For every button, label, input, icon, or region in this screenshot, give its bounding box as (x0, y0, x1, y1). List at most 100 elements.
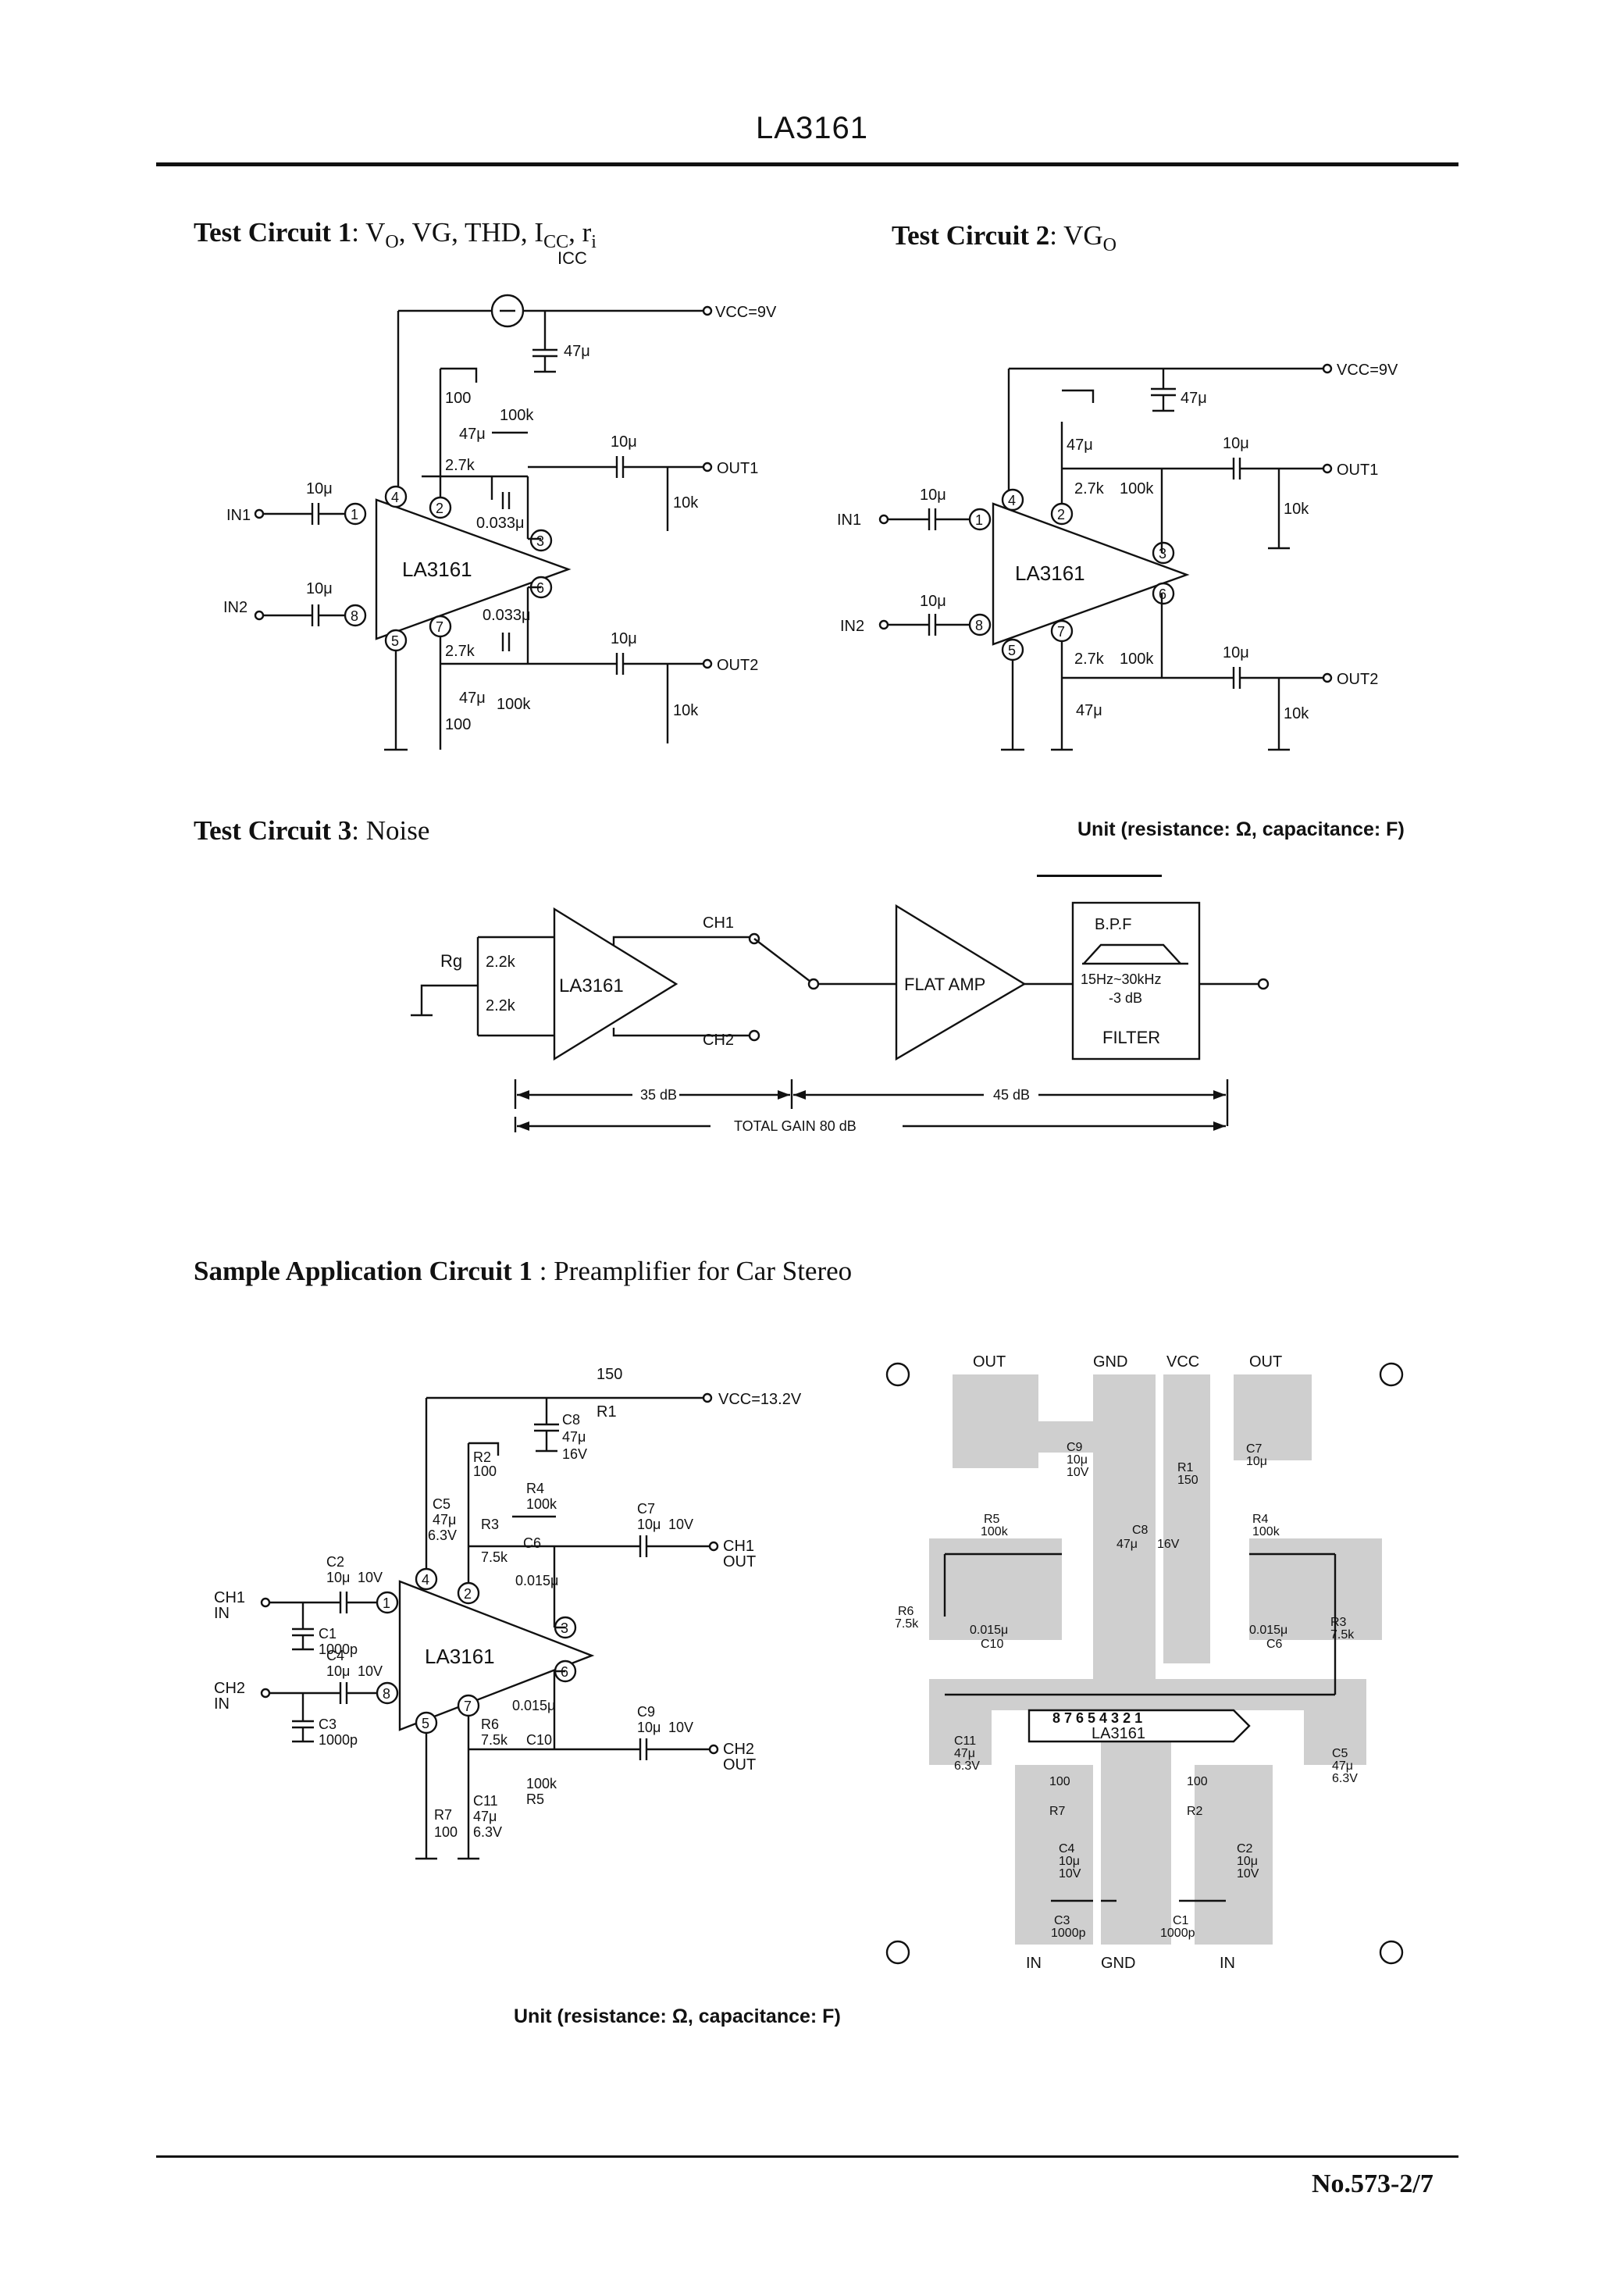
svg-text:47μ: 47μ (1067, 437, 1093, 454)
svg-text:5: 5 (422, 1716, 429, 1731)
out1-terminal[interactable] (702, 462, 713, 472)
svg-text:R3: R3 (1330, 1616, 1347, 1629)
svg-text:CH2: CH2 (214, 1680, 245, 1697)
svg-text:0.033μ: 0.033μ (483, 607, 531, 624)
svg-text:0.015μ: 0.015μ (512, 1698, 555, 1713)
svg-text:10μ: 10μ (611, 630, 637, 647)
svg-text:C6: C6 (523, 1535, 541, 1551)
svg-text:OUT: OUT (723, 1756, 756, 1774)
out1-terminal[interactable] (1322, 463, 1333, 474)
vcc-terminal[interactable] (1322, 363, 1333, 374)
output-terminal[interactable] (1257, 978, 1270, 990)
amplifier-triangle (375, 498, 572, 640)
svg-text:6.3V: 6.3V (954, 1759, 980, 1773)
in1-terminal[interactable] (254, 508, 265, 519)
svg-text:C3: C3 (1054, 1914, 1070, 1927)
svg-text:2.7k: 2.7k (445, 457, 475, 474)
svg-text:FLAT AMP: FLAT AMP (904, 975, 985, 994)
svg-text:R2: R2 (1187, 1805, 1203, 1818)
svg-text:10k: 10k (673, 702, 699, 719)
svg-text:R2: R2 (473, 1449, 491, 1465)
svg-text:47μ: 47μ (1116, 1538, 1138, 1551)
amplifier-triangle (992, 502, 1190, 646)
svg-text:150: 150 (597, 1366, 622, 1383)
svg-text:R6: R6 (898, 1605, 914, 1618)
svg-text:R3: R3 (481, 1517, 499, 1532)
svg-text:C2: C2 (326, 1554, 344, 1570)
bypass-cap-label: 47μ (564, 343, 590, 360)
svg-text:CH1: CH1 (214, 1589, 245, 1606)
sample-application-title: Sample Application Circuit 1 : Preamplif… (194, 1256, 853, 1286)
svg-text:C8: C8 (562, 1412, 580, 1428)
svg-text:10μ: 10μ (1067, 1453, 1088, 1467)
ch2-out-terminal[interactable] (708, 1744, 719, 1755)
svg-text:0.015μ: 0.015μ (1249, 1624, 1287, 1637)
page-header-title: LA3161 (756, 111, 868, 145)
svg-text:1000p: 1000p (319, 1642, 358, 1657)
ch2-in-terminal[interactable] (260, 1688, 271, 1699)
svg-text:8: 8 (351, 608, 358, 624)
test-circuit-2-schematic: VCC=9V 47μ LA3161 4 2 1 3 6 8 7 5 IN1 10… (837, 362, 1398, 751)
svg-text:10k: 10k (673, 494, 699, 512)
svg-text:B.P.F: B.P.F (1095, 916, 1131, 933)
vcc-terminal[interactable] (702, 1392, 713, 1403)
svg-text:R5: R5 (984, 1513, 1000, 1526)
bpf-filter-box (1071, 901, 1201, 1061)
test-circuit-3-diagram: Rg 2.2k 2.2k LA3161 CH1 CH2 FLAT AMP B.P… (411, 901, 1270, 1134)
svg-text:10V: 10V (1237, 1867, 1259, 1881)
svg-text:CH2: CH2 (703, 1032, 734, 1049)
svg-text:5: 5 (391, 633, 399, 649)
svg-text:2: 2 (436, 501, 443, 516)
svg-text:C10: C10 (981, 1638, 1003, 1651)
svg-text:47μ: 47μ (562, 1429, 586, 1445)
svg-text:OUT: OUT (723, 1553, 756, 1570)
svg-text:1: 1 (351, 507, 358, 522)
chip-label: LA3161 (425, 1645, 495, 1668)
svg-text:47μ: 47μ (459, 426, 486, 443)
in2-terminal[interactable] (878, 619, 889, 630)
svg-text:3: 3 (1159, 546, 1166, 561)
svg-text:OUT: OUT (973, 1353, 1006, 1371)
svg-text:2.7k: 2.7k (1074, 480, 1105, 497)
out2-terminal[interactable] (1322, 672, 1333, 683)
vcc-label: VCC=9V (715, 304, 777, 321)
svg-text:8: 8 (383, 1686, 390, 1702)
svg-text:C3: C3 (319, 1717, 337, 1732)
svg-text:100: 100 (445, 390, 471, 407)
svg-text:C11: C11 (954, 1734, 976, 1748)
svg-text:5: 5 (1008, 643, 1016, 658)
in2-terminal[interactable] (254, 610, 265, 621)
in1-label: IN1 (226, 507, 251, 524)
svg-text:7.5k: 7.5k (895, 1617, 919, 1631)
svg-text:OUT: OUT (1249, 1353, 1282, 1371)
svg-text:35 dB: 35 dB (640, 1087, 677, 1103)
ch2-contact (748, 1029, 760, 1042)
header-rule (156, 162, 1458, 166)
in1-terminal[interactable] (878, 514, 889, 525)
out2-terminal[interactable] (702, 658, 713, 669)
svg-text:7.5k: 7.5k (1330, 1628, 1355, 1642)
vcc-terminal[interactable] (702, 305, 713, 316)
svg-text:CH1: CH1 (703, 914, 734, 932)
ch1-out-terminal[interactable] (708, 1541, 719, 1552)
footer-rule (156, 2155, 1458, 2158)
svg-text:45 dB: 45 dB (993, 1087, 1030, 1103)
svg-text:R6: R6 (481, 1717, 499, 1732)
test-circuit-2-title: Test Circuit 2: VGO (892, 220, 1116, 255)
svg-text:C5: C5 (433, 1496, 451, 1512)
svg-text:10V: 10V (668, 1517, 693, 1532)
svg-text:10k: 10k (1284, 705, 1309, 722)
svg-text:10V: 10V (668, 1720, 693, 1735)
rg-label: Rg (440, 951, 462, 971)
channel-switch[interactable] (753, 938, 814, 985)
svg-text:R7: R7 (434, 1807, 452, 1823)
test-circuit-1-schematic: ICC VCC=9V 47μ LA3161 4 2 1 3 6 8 7 5 IN… (223, 248, 777, 751)
test-circuit-1-title: Test Circuit 1: VO, VG, THD, ICC, ri (194, 217, 597, 252)
svg-text:0.033μ: 0.033μ (476, 515, 525, 532)
svg-text:C1: C1 (319, 1626, 337, 1642)
svg-text:2: 2 (464, 1586, 472, 1602)
svg-text:-3 dB: -3 dB (1109, 990, 1142, 1006)
ch1-in-terminal[interactable] (260, 1597, 271, 1608)
svg-text:R5: R5 (526, 1791, 544, 1807)
svg-text:C7: C7 (1246, 1442, 1263, 1456)
